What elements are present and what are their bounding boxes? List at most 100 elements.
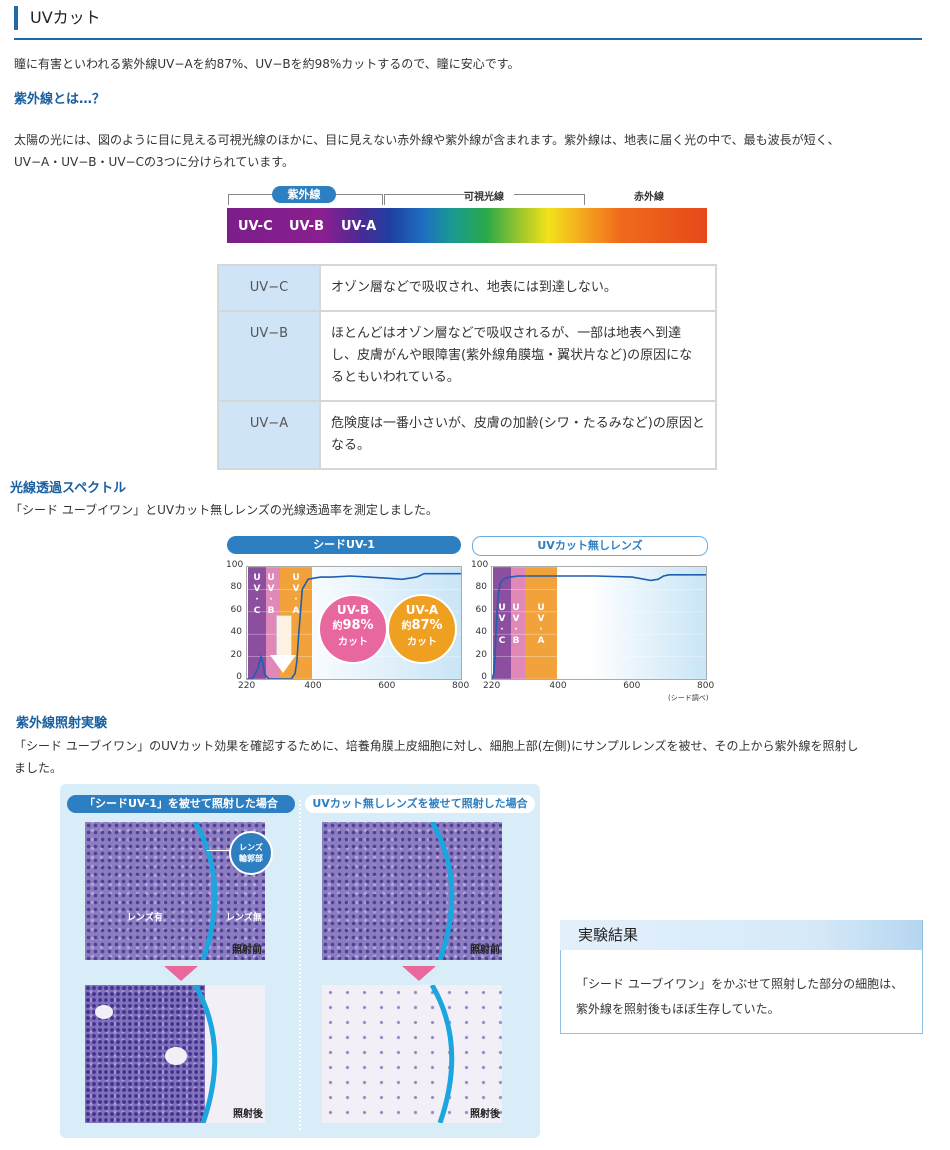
uv-body-line1: 太陽の光には、図のように目に見える可視光線のほかに、目に見えない赤外線や紫外線が… (14, 133, 840, 147)
table-desc: 危険度は一番小さいが、皮膚の加齢(シワ・たるみなど)の原因となる。 (319, 400, 717, 470)
lens-edge-callout: レンズ 輪郭部 (229, 831, 273, 875)
x-tick-label: 800 (452, 681, 470, 691)
band-uvb (511, 567, 525, 679)
left-panel-title: 「シードUV-1」を被せて照射した場合 (67, 795, 295, 813)
badge-uva-value: 87% (411, 618, 443, 633)
y-tick-label: 40 (230, 627, 242, 638)
chart1-title: シードUV-1 (227, 536, 461, 554)
after-label: 照射後 (470, 1109, 500, 1120)
experiment-heading: 紫外線照射実験 (16, 716, 108, 731)
x-tick-label: 220 (483, 681, 501, 691)
callout-leader (207, 850, 231, 851)
cell-gap (95, 1005, 113, 1019)
cell-image-uv1-after (85, 985, 265, 1123)
table-row: UV−A 危険度は一番小さいが、皮膚の加齢(シワ・たるみなど)の原因となる。 (217, 400, 717, 470)
visible-range-label: 可視光線 (464, 192, 504, 203)
lens-edge-arc (192, 822, 218, 960)
lens-edge-arc (192, 985, 218, 1123)
experiment-body-line1: 「シード ユーブイワン」のUVカット効果を確認するために、培養角膜上皮細胞に対し… (14, 739, 859, 753)
cell-gap (165, 1047, 187, 1065)
x-tick-label: 400 (304, 681, 322, 691)
x-tick-label: 220 (238, 681, 256, 691)
result-header: 実験結果 (560, 920, 922, 950)
y-tick-label: 60 (475, 604, 487, 615)
uv-body-line2: UV−A・UV−B・UV−Cの3つに分けられています。 (14, 155, 295, 169)
uv-type-table: UV−C オゾン層などで吸収され、地表には到達しない。 UV−B ほとんどはオゾ… (217, 264, 717, 470)
with-lens-label: レンズ有 (127, 913, 163, 923)
spectrum-uvc: UV-C (238, 219, 273, 234)
result-line1: 「シード ユーブイワン」をかぶせて照射した部分の細胞は、 (576, 977, 904, 991)
table-row: UV−B ほとんどはオゾン層などで吸収されるが、一部は地表へ到達し、皮膚がんや眼… (217, 310, 717, 402)
x-tick-label: 600 (378, 681, 396, 691)
cell-image-nouv-after (322, 985, 502, 1123)
result-text: 「シード ユーブイワン」をかぶせて照射した部分の細胞は、 紫外線を照射後もほぼ生… (576, 972, 903, 1022)
y-tick-label: 100 (471, 560, 489, 570)
y-tick-label: 80 (230, 582, 242, 593)
without-lens-label: レンズ無 (226, 913, 262, 923)
badge-uvb: UV-B 約98% カット (318, 594, 388, 664)
lens-edge-arc (429, 822, 455, 960)
y-tick-label: 0 (236, 672, 242, 682)
y-tick-label: 80 (475, 582, 487, 593)
badge-uva-name: UV-A (405, 603, 439, 617)
callout-line1: レンズ (239, 843, 263, 852)
callout-line2: 輪郭部 (239, 854, 263, 863)
lens-edge-arc (429, 985, 455, 1123)
panel-divider (299, 800, 301, 1130)
spectrum-uvb: UV-B (289, 219, 324, 234)
badge-uvb-name: UV-B (336, 603, 370, 617)
badge-uva-suffix: カット (407, 637, 437, 648)
x-tick-label: 400 (549, 681, 567, 691)
cut-arrow-icon (270, 655, 296, 673)
title-divider (14, 38, 922, 40)
table-key: UV−C (217, 264, 321, 312)
spectrum-bar (227, 208, 707, 243)
spectrum-body: 「シード ユーブイワン」とUVカット無しレンズの光線透過率を測定しました。 (10, 503, 438, 517)
spectrum-heading: 光線透過スペクトル (10, 481, 127, 496)
y-tick-label: 20 (230, 649, 242, 660)
cut-arrow-shaft (276, 615, 292, 657)
uv-bracket-left (228, 194, 275, 205)
badge-uvb-value: 98% (342, 618, 374, 633)
y-tick-label: 0 (481, 672, 487, 682)
y-tick-label: 100 (226, 560, 244, 570)
table-desc: ほとんどはオゾン層などで吸収されるが、一部は地表へ到達し、皮膚がんや眼障害(紫外… (319, 310, 717, 402)
badge-uva-prefix: 約 (401, 621, 412, 632)
down-arrow-icon (164, 966, 198, 981)
before-label: 照射前 (232, 945, 262, 956)
table-key: UV−B (217, 310, 321, 402)
transmittance-line (247, 572, 461, 679)
uv-heading: 紫外線とは…？ (14, 92, 106, 107)
before-label: 照射前 (470, 945, 500, 956)
visible-bracket-left (384, 194, 465, 205)
right-panel-title: UVカット無しレンズを被せて照射した場合 (305, 795, 535, 813)
result-title: 実験結果 (578, 926, 639, 944)
spectrum-uva: UV-A (341, 219, 377, 234)
badge-uva: UV-A 約87% カット (387, 594, 457, 664)
badge-uvb-suffix: カット (338, 637, 368, 648)
badge-uvb-prefix: 約 (332, 621, 343, 632)
down-arrow-icon (402, 966, 436, 981)
table-key: UV−A (217, 400, 321, 470)
band-uva (525, 567, 557, 679)
uv-bracket-right (336, 194, 383, 205)
uv-range-label: 紫外線 (272, 186, 336, 203)
intro-text: 瞳に有害といわれる紫外線UV−Aを約87%、UV−Bを約98%カットするので、瞳… (14, 57, 520, 71)
visible-bracket-right (514, 194, 585, 205)
chart2-title: UVカット無しレンズ (472, 536, 708, 556)
y-tick-label: 40 (475, 627, 487, 638)
x-tick-label: 800 (697, 681, 715, 691)
y-tick-label: 60 (230, 604, 242, 615)
table-desc: オゾン層などで吸収され、地表には到達しない。 (319, 264, 717, 312)
page-title: UVカット (14, 6, 101, 30)
transmittance-line (492, 574, 706, 679)
table-row: UV−C オゾン層などで吸収され、地表には到達しない。 (217, 264, 717, 312)
source-note: (シード調べ) (668, 694, 709, 702)
